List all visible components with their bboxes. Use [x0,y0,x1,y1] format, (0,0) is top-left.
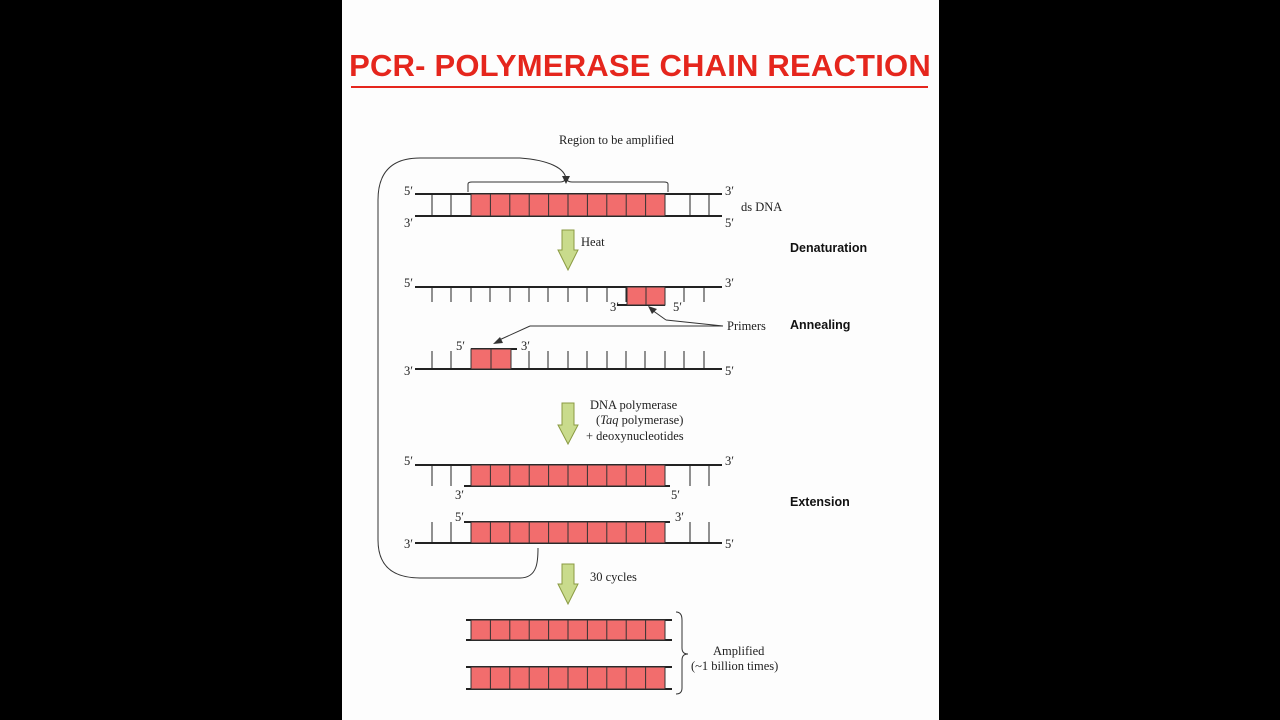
primer-pointer-2b [496,325,531,342]
title-underline [351,86,928,88]
end-3-row3: 3′ [404,364,413,378]
diagram-panel [342,0,939,720]
end-3-bottom: 3′ [404,216,413,230]
end-5-row2: 5′ [404,276,413,290]
primers-label: Primers [727,319,766,333]
ds-dna-label: ds DNA [741,200,782,214]
end-3-primer2: 3′ [521,339,530,353]
end-3-new2: 3′ [675,510,684,524]
amplified-label-2: (~1 billion times) [691,659,778,673]
region-brace [467,175,669,192]
cycles-label: 30 cycles [590,570,637,584]
cycles-arrow [557,563,579,606]
amplified-brace [675,611,689,695]
end-3-row4: 3′ [725,454,734,468]
amplified-segments [470,193,666,690]
end-5-primer1: 5′ [673,300,682,314]
loop-arrowhead [562,176,570,184]
polymerase-label-2: (Taq polymerase) [596,413,683,427]
strand-end-labels: 5′ 3′ 3′ 5′ 5′ 3′ 3′ 5′ 3′ 5′ 5′ 3′ 5′ 3′ 3′ 5′ 3′ 5′ 5′ 3′ [404,184,734,551]
polymerase-label-3: + deoxynucleotides [586,429,684,443]
end-3-row5: 3′ [404,537,413,551]
heat-arrow [557,229,579,272]
stage-denaturation: Denaturation [790,241,867,255]
cycle-loop-arrow [377,157,567,579]
end-5-top: 5′ [404,184,413,198]
stage-annealing: Annealing [790,318,850,332]
polymerase-arrow [557,402,579,446]
polymerase-label-1: DNA polymerase [590,398,678,412]
end-3-new1: 3′ [455,488,464,502]
end-5-bottom: 5′ [725,216,734,230]
end-5-primer2: 5′ [456,339,465,353]
end-5-row5: 5′ [725,537,734,551]
page-title: PCR- POLYMERASE CHAIN REACTION [349,48,931,83]
end-5-new1: 5′ [671,488,680,502]
end-3-row2: 3′ [725,276,734,290]
primer-arrowhead-2 [493,337,503,344]
region-label: Region to be amplified [559,133,675,147]
amplified-label-1: Amplified [713,644,765,658]
end-5-row3: 5′ [725,364,734,378]
primer-arrowhead-1 [648,306,657,314]
heat-label: Heat [581,235,605,249]
end-3-top: 3′ [725,184,734,198]
end-3-primer1: 3′ [610,300,619,314]
end-5-new2: 5′ [455,510,464,524]
end-5-row4: 5′ [404,454,413,468]
primer-pointer-1 [665,319,724,327]
stage-extension: Extension [790,495,850,509]
